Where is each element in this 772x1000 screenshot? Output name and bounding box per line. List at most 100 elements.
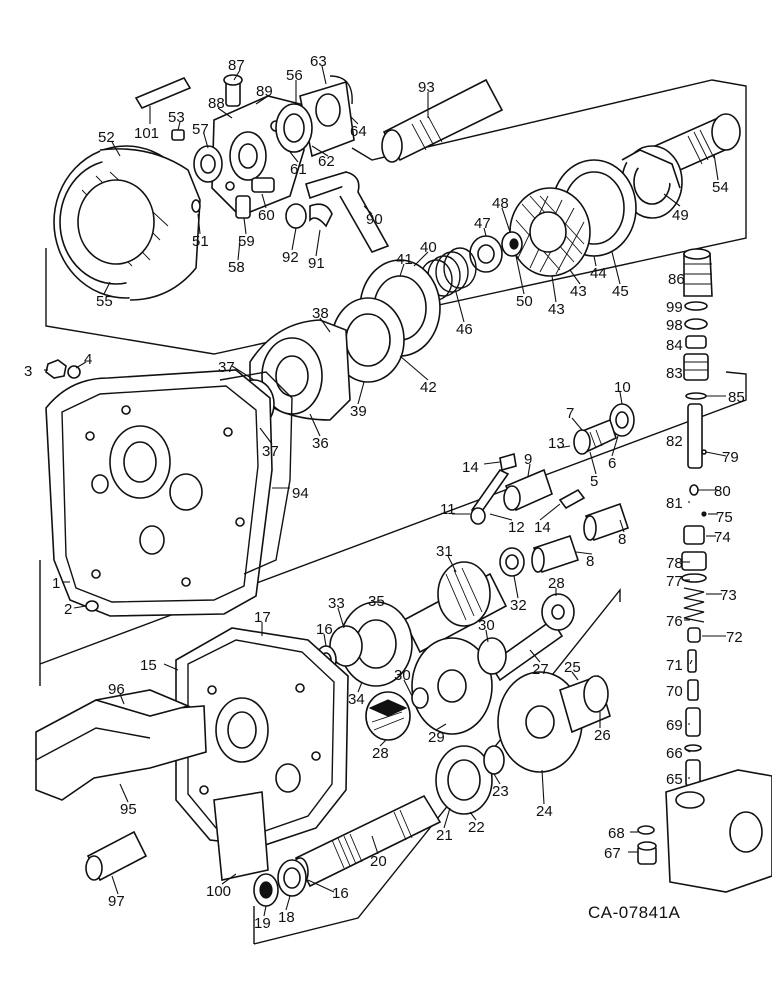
callout-22: 22	[468, 819, 485, 836]
valve-stack-column	[681, 248, 713, 787]
callout-45: 45	[612, 283, 629, 300]
pto-housing-52	[53, 145, 201, 301]
guard-96-95	[35, 689, 207, 801]
callout-41: 41	[396, 251, 413, 268]
callout-50: 50	[516, 293, 533, 310]
callout-16: 16	[316, 621, 333, 638]
callout-8: 8	[618, 531, 626, 548]
callout-12: 12	[508, 519, 525, 536]
valve-parts-5-13	[573, 403, 635, 455]
callout-67: 67	[604, 845, 621, 862]
shaft-27-28	[488, 593, 575, 682]
callout-60: 60	[258, 207, 275, 224]
callout-80: 80	[714, 483, 731, 500]
callout-84: 84	[666, 337, 683, 354]
callout-92: 92	[282, 249, 299, 266]
callout-68: 68	[608, 825, 625, 842]
callout-85: 85	[728, 389, 745, 406]
callout-13: 13	[548, 435, 565, 452]
callout-93: 93	[418, 79, 435, 96]
diagram-code: CA-07841A	[588, 903, 681, 922]
bearing-28-lower	[365, 691, 411, 741]
tube-90	[305, 171, 390, 253]
callout-8: 8	[586, 553, 594, 570]
callout-28: 28	[548, 575, 565, 592]
callout-33: 33	[328, 595, 345, 612]
callout-66: 66	[666, 745, 683, 762]
callout-37: 37	[218, 359, 235, 376]
plug-2	[85, 600, 99, 612]
callout-49: 49	[672, 207, 689, 224]
callout-14: 14	[534, 519, 551, 536]
callout-30: 30	[394, 667, 411, 684]
callout-25: 25	[564, 659, 581, 676]
callout-59: 59	[238, 233, 255, 250]
gear-29-30	[411, 637, 507, 735]
callout-15: 15	[140, 657, 157, 674]
callout-31: 31	[436, 543, 453, 560]
callout-91: 91	[308, 255, 325, 272]
callout-72: 72	[726, 629, 743, 646]
callout-97: 97	[108, 893, 125, 910]
valve-body-9	[503, 468, 553, 512]
callout-17: 17	[254, 609, 271, 626]
callout-10: 10	[614, 379, 631, 396]
callout-86: 86	[668, 271, 685, 288]
callout-75: 75	[716, 509, 733, 526]
callout-74: 74	[714, 529, 731, 546]
callout-55: 55	[96, 293, 113, 310]
callout-32: 32	[510, 597, 527, 614]
callout-24: 24	[536, 803, 553, 820]
drum-36-38	[249, 319, 351, 421]
leader-lines	[44, 65, 727, 917]
callout-99: 99	[666, 299, 683, 316]
callout-46: 46	[456, 321, 473, 338]
tube-101	[134, 76, 192, 110]
callout-29: 29	[428, 729, 445, 746]
sleeves-8	[531, 502, 630, 574]
breather-87-89	[223, 74, 243, 107]
callout-28: 28	[372, 745, 389, 762]
callout-78: 78	[666, 555, 683, 572]
callout-76: 76	[666, 613, 683, 630]
callout-52: 52	[98, 129, 115, 146]
bearing-22-23	[435, 745, 505, 815]
callout-34: 34	[348, 691, 365, 708]
washer-47	[469, 235, 503, 273]
gearbox-housing-1	[45, 369, 273, 617]
seal-rings-61-62	[275, 103, 313, 153]
washer-32	[499, 547, 525, 577]
callout-1: 1	[52, 575, 60, 592]
callout-69: 69	[666, 717, 683, 734]
callout-77: 77	[666, 573, 683, 590]
callout-71: 71	[666, 657, 683, 674]
callout-16: 16	[332, 885, 349, 902]
callout-82: 82	[666, 433, 683, 450]
callout-101: 101	[134, 125, 159, 142]
clutch-hub-49	[621, 145, 683, 219]
pin-97	[85, 830, 148, 882]
front-cover-17	[175, 627, 349, 847]
plug-3-4	[45, 359, 81, 379]
gear-35-33	[329, 601, 413, 687]
callout-53: 53	[168, 109, 185, 126]
callout-20: 20	[370, 853, 387, 870]
tubes-11-12-14	[470, 452, 586, 525]
callout-96: 96	[108, 681, 125, 698]
seals-16-18-19	[253, 859, 307, 907]
callout-87: 87	[228, 57, 245, 74]
callout-51: 51	[192, 233, 209, 250]
callout-11: 11	[440, 501, 456, 518]
callout-26: 26	[594, 727, 611, 744]
callout-54: 54	[712, 179, 729, 196]
callout-6: 6	[608, 455, 616, 472]
callout-19: 19	[254, 915, 271, 932]
callout-83: 83	[666, 365, 683, 382]
callout-98: 98	[666, 317, 683, 334]
callout-100: 100	[206, 883, 231, 900]
callout-57: 57	[192, 121, 209, 138]
callout-40: 40	[420, 239, 437, 256]
callout-21: 21	[436, 827, 453, 844]
callout-88: 88	[208, 95, 225, 112]
